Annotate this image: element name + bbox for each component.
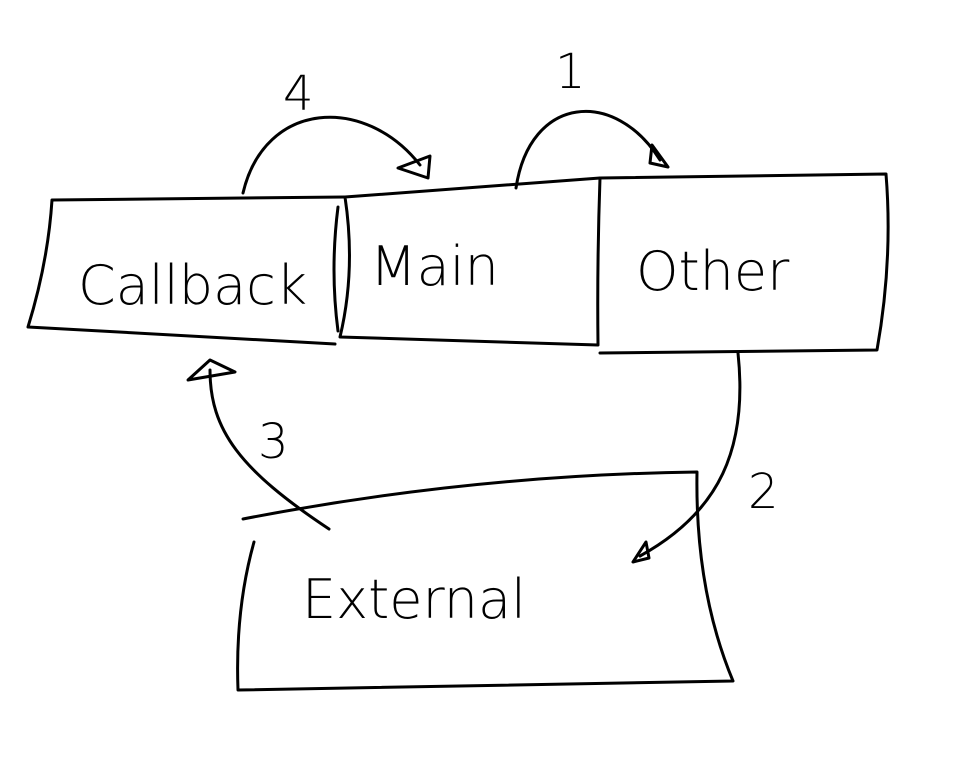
- arrow-step-1-label: 1: [555, 44, 586, 100]
- arrow-step-3: 3: [186, 358, 331, 531]
- arrow-step-2-head: [631, 540, 651, 564]
- box-callback: Callback: [26, 195, 347, 346]
- arrow-step-3-head: [186, 358, 237, 382]
- arrow-step-1-head: [648, 143, 670, 169]
- arrow-step-4-curve: [241, 115, 422, 195]
- arrow-step-1-curve: [514, 110, 662, 190]
- arrow-step-3-label: 3: [258, 414, 289, 470]
- arrow-step-2-label: 2: [748, 464, 779, 520]
- box-external: External: [236, 470, 735, 692]
- arrow-step-3-curve: [208, 368, 331, 531]
- arrow-step-4-label: 4: [283, 66, 314, 122]
- box-other-label: Other: [636, 240, 790, 303]
- box-other: Other: [598, 172, 890, 355]
- box-other-outline: [598, 172, 890, 355]
- arrow-step-4-head: [396, 154, 432, 180]
- box-external-outline: [236, 470, 735, 692]
- arrow-step-4: 4: [241, 66, 432, 195]
- box-main-label: Main: [370, 235, 499, 298]
- box-main-outline: [338, 176, 602, 347]
- box-external-label: External: [302, 568, 526, 631]
- box-callback-label: Callback: [78, 254, 307, 317]
- box-callback-outline: [26, 195, 347, 346]
- arrow-step-2: 2: [631, 351, 779, 564]
- arrow-step-1: 1: [514, 44, 670, 190]
- arrow-step-2-curve: [638, 351, 742, 558]
- box-main: Main: [338, 176, 602, 347]
